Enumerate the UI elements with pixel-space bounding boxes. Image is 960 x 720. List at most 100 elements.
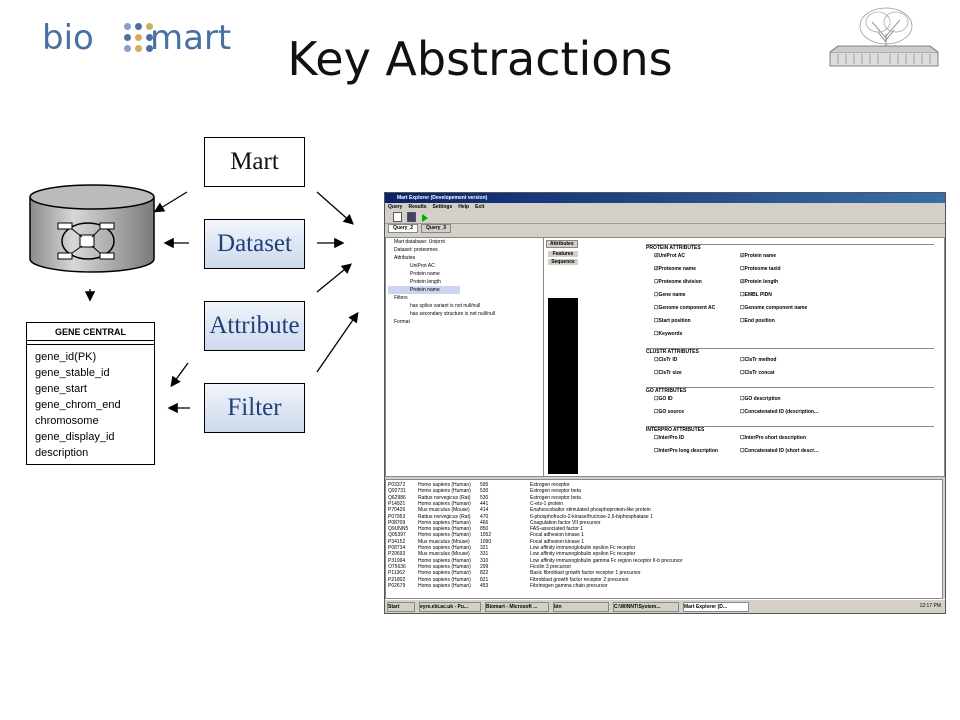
result-cell: Homo sapiens (Human): [418, 488, 471, 495]
table-divider: [27, 341, 154, 345]
campus-building-icon: [829, 7, 939, 67]
result-cell: Fibroblast growth factor receptor 2 prec…: [530, 576, 629, 583]
result-cell: 530: [480, 494, 489, 501]
tree-node[interactable]: Filters: [394, 295, 408, 301]
table-field: gene_start: [35, 383, 87, 395]
result-cell: 321: [480, 545, 489, 551]
attribute-checkbox[interactable]: Start position: [654, 318, 690, 324]
tree-node[interactable]: Protein length: [410, 279, 441, 285]
attribute-checkbox[interactable]: Proteome name: [654, 266, 696, 272]
result-cell: FAS-associated factor 1: [530, 526, 584, 533]
attribute-checkbox[interactable]: ClsTr method: [740, 357, 776, 363]
attribute-checkbox[interactable]: Concatenated ID (short descr...: [740, 448, 818, 454]
taskbar-button[interactable]: C:\WINNT\System...: [613, 602, 679, 612]
concept-attribute: Attribute: [204, 301, 305, 351]
tree-node[interactable]: Attributes: [394, 255, 416, 261]
side-tab-features[interactable]: Features: [548, 251, 578, 257]
result-cell: 299: [480, 563, 489, 570]
window-titlebar: Mart Explorer (Developement version): [385, 193, 945, 203]
result-cell: P07953: [388, 513, 406, 520]
attribute-checkbox[interactable]: Protein name: [740, 253, 776, 259]
attribute-group-title: CLUSTR ATTRIBUTES: [646, 348, 934, 355]
result-cell: Fibrinogen gamma chain precursor: [530, 582, 608, 589]
result-cell: Q9UNN5: [388, 526, 409, 533]
tree-node[interactable]: Dataset: proteomes: [394, 247, 438, 253]
attribute-checkbox[interactable]: Genome component name: [740, 305, 807, 311]
attribute-checkbox[interactable]: Concatenated ID (description...: [740, 409, 818, 415]
run-icon[interactable]: [421, 214, 428, 222]
tree-node[interactable]: has splice variant is not null/null: [410, 303, 481, 309]
result-cell: Mus musculus (Mouse): [418, 538, 470, 545]
save-icon[interactable]: [407, 212, 417, 222]
tree-node[interactable]: has secondary structure is not null/null: [410, 311, 496, 317]
result-cell: Homo sapiens (Human): [418, 532, 471, 539]
attribute-checkbox[interactable]: InterPro long description: [654, 448, 717, 454]
attribute-checkbox[interactable]: Gene name: [654, 292, 685, 298]
result-cell: Estrogen receptor beta: [530, 488, 581, 495]
logo-dot: [124, 34, 131, 41]
result-cell: P08734: [388, 545, 406, 551]
result-cell: P70426: [388, 507, 406, 514]
side-tab-sequence[interactable]: Sequence: [548, 259, 578, 265]
attribute-checkbox[interactable]: ClsTr concat: [740, 370, 774, 376]
attribute-checkbox[interactable]: Protein length: [740, 279, 778, 285]
taskbar-button[interactable]: Biomart - Microsoft ...: [485, 602, 549, 612]
attribute-checkbox[interactable]: ClsTr size: [654, 370, 681, 376]
tab-query-2[interactable]: Query_2: [388, 224, 419, 233]
tree-node[interactable]: Protein name: [388, 286, 460, 294]
attribute-checkbox[interactable]: GO source: [654, 409, 684, 415]
tab-attributes[interactable]: Attributes: [546, 240, 578, 248]
result-cell: 822: [480, 570, 489, 577]
taskbar-button[interactable]: Mart Explorer (D...: [683, 602, 749, 612]
result-cell: Homo sapiens (Human): [418, 582, 471, 589]
attribute-checkbox[interactable]: End position: [740, 318, 774, 324]
result-cell: Coagulation factor VII precursor: [530, 519, 601, 526]
menu-item[interactable]: Help: [458, 204, 470, 210]
logo-dots-icon: [120, 17, 156, 53]
attribute-checkbox[interactable]: Keywords: [654, 331, 682, 337]
result-cell: P34152: [388, 538, 406, 545]
menu-bar: Query Results Settings Help Exit: [385, 203, 945, 211]
logo-text-right: mart: [150, 18, 232, 58]
attribute-checkbox[interactable]: Proteome taxid: [740, 266, 780, 272]
result-cell: Mus musculus (Mouse): [418, 551, 470, 558]
attribute-checkbox[interactable]: Genome component AC: [654, 305, 715, 311]
attribute-checkbox[interactable]: GO description: [740, 396, 780, 402]
result-cell: Homo sapiens (Human): [418, 500, 471, 507]
result-cell: Mus musculus (Mouse): [418, 507, 470, 514]
clock: 12:17 PM: [919, 603, 941, 609]
result-cell: P03372: [388, 482, 406, 488]
result-cell: Q05397: [388, 532, 406, 539]
tree-node[interactable]: Protein name: [410, 271, 440, 277]
result-cell: Focal adhesion kinase 1: [530, 532, 584, 539]
attribute-checkbox[interactable]: ClsTr ID: [654, 357, 677, 363]
result-cell: Focal adhesion kinase 1: [530, 538, 584, 545]
table-fields: gene_id(PK) gene_stable_id gene_start ge…: [27, 345, 154, 461]
gene-central-table: GENE CENTRAL gene_id(PK) gene_stable_id …: [26, 322, 155, 465]
concept-filter: Filter: [204, 383, 305, 433]
result-cell: Low affinity immunoglobulin epsilon Fc r…: [530, 545, 636, 551]
tree-node[interactable]: UniProt AC: [410, 263, 435, 269]
menu-item[interactable]: Query: [388, 204, 403, 210]
menu-item[interactable]: Settings: [432, 204, 453, 210]
attribute-checkbox[interactable]: InterPro ID: [654, 435, 684, 441]
menu-item[interactable]: Results: [408, 204, 427, 210]
tab-query-3[interactable]: Query_3: [421, 224, 452, 233]
result-cell: 595: [480, 482, 489, 488]
table-field: gene_display_id: [35, 431, 115, 443]
attribute-checkbox[interactable]: UniProt AC: [654, 253, 684, 259]
taskbar-button[interactable]: eyre.ebi.ac.uk - Pu...: [419, 602, 481, 612]
tree-node[interactable]: Format: [394, 319, 410, 325]
result-cell: 441: [480, 500, 489, 507]
logo-dot: [135, 45, 142, 52]
new-icon[interactable]: [393, 212, 402, 222]
attribute-checkbox[interactable]: Proteome division: [654, 279, 701, 285]
attribute-checkbox[interactable]: GO ID: [654, 396, 672, 402]
taskbar-button[interactable]: bin: [553, 602, 609, 612]
window-title: Mart Explorer (Developement version): [397, 195, 488, 201]
start-button[interactable]: Start: [387, 602, 415, 612]
attribute-checkbox[interactable]: EMBL PIDN: [740, 292, 771, 298]
menu-item[interactable]: Exit: [475, 204, 485, 210]
attribute-checkbox[interactable]: InterPro short description: [740, 435, 805, 441]
tree-node[interactable]: Mart database: Uniprot: [394, 239, 445, 245]
